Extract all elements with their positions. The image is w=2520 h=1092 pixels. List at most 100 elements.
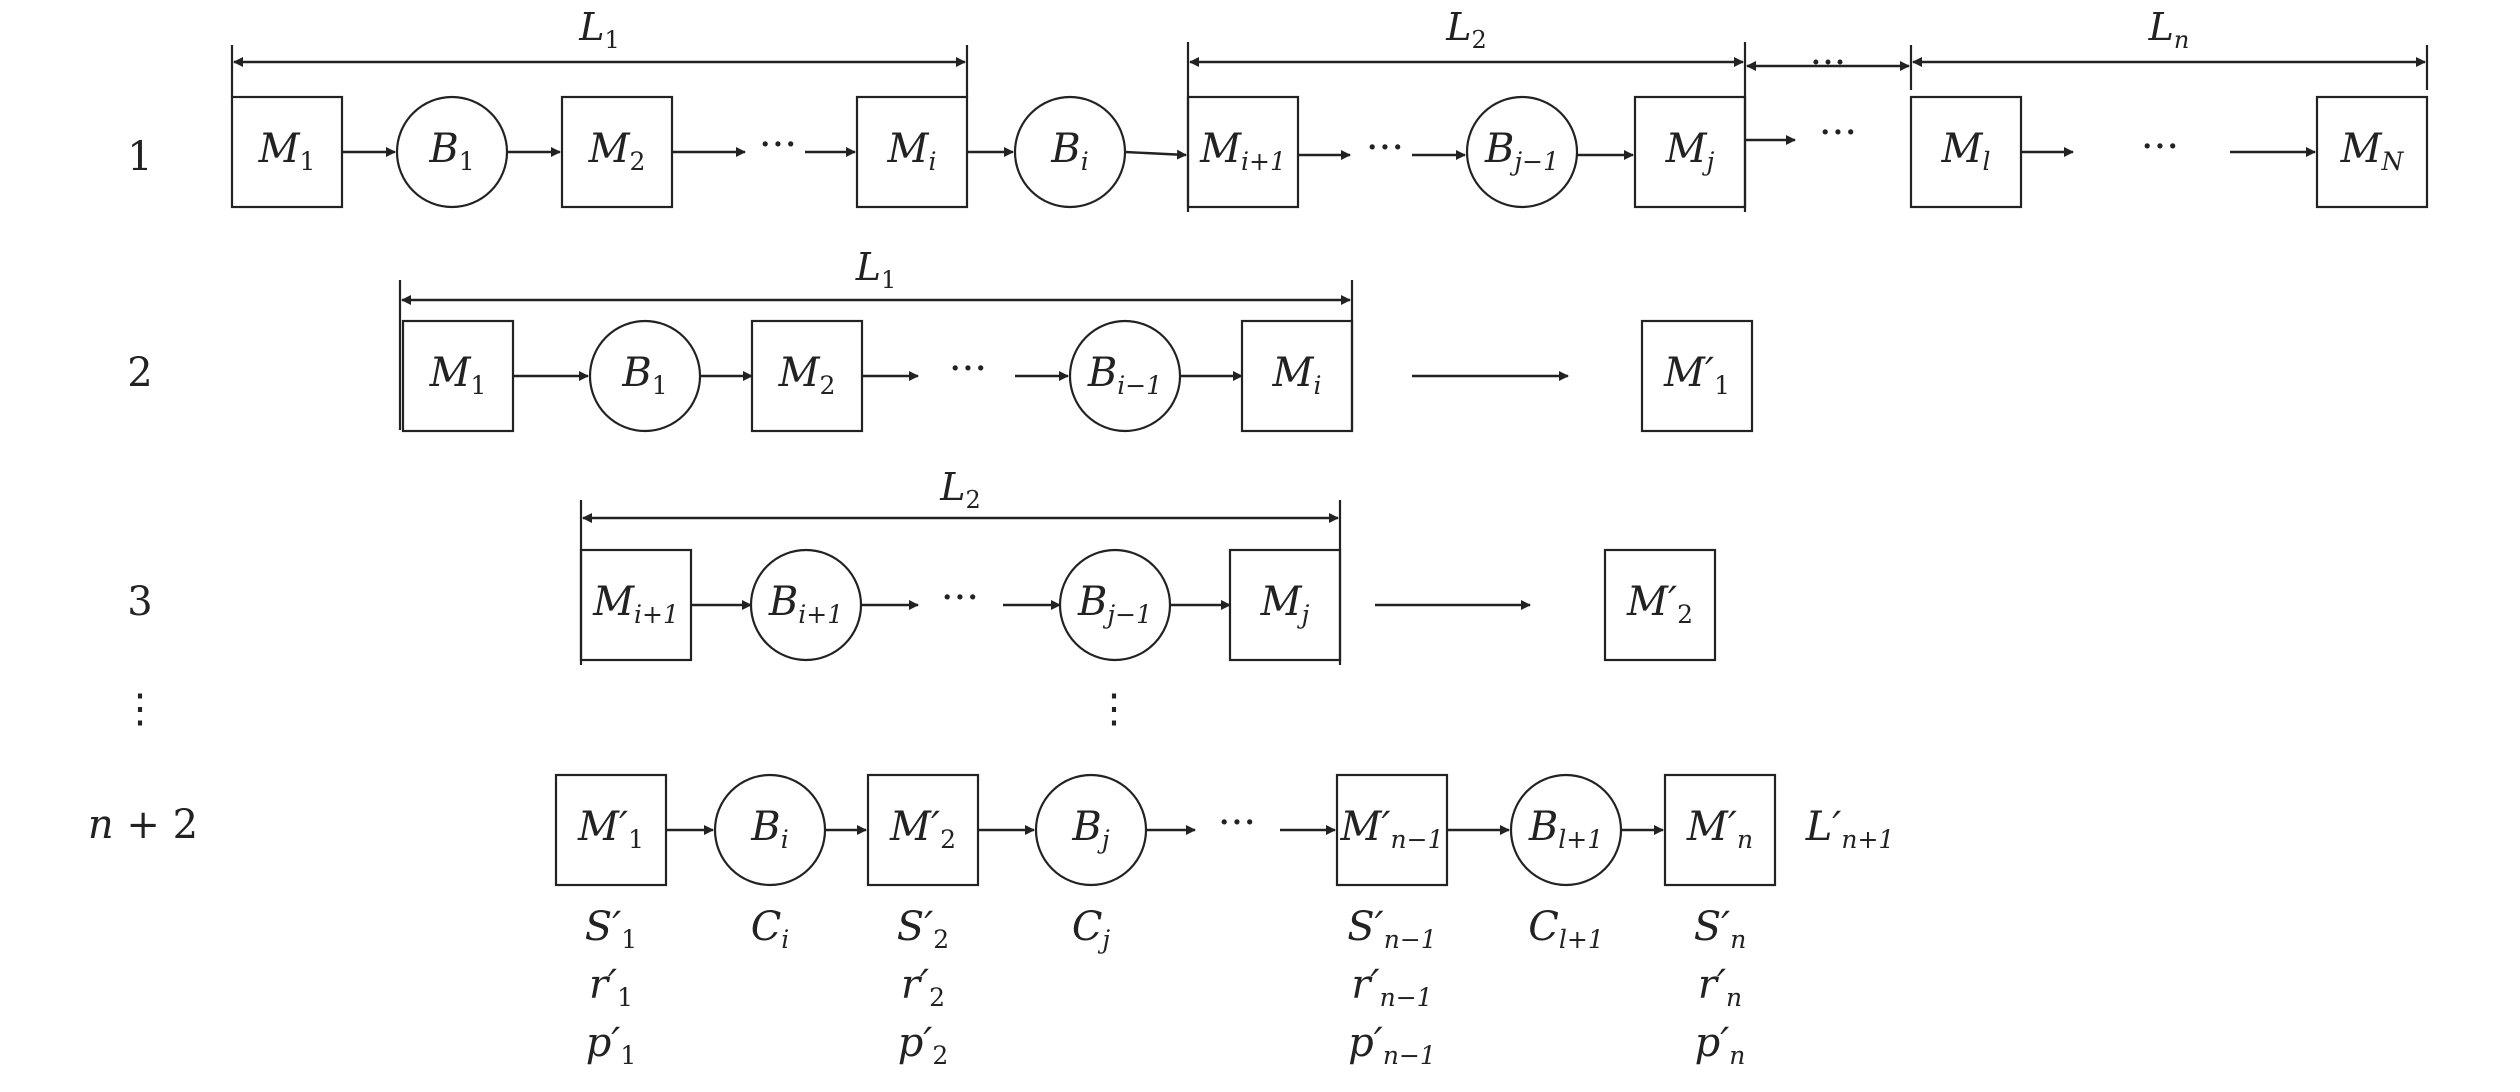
machine-box bbox=[230, 95, 344, 209]
row-label-rowN: n + 2 bbox=[88, 802, 198, 848]
machine-r2-m2: M2 bbox=[750, 319, 864, 433]
buffer-label: Bl+1 bbox=[1528, 804, 1603, 854]
annotation-line: r′1 bbox=[589, 962, 633, 1012]
buffer-rN-bi: Bi bbox=[713, 773, 827, 887]
ellipsis-r1-dots-a: ··· bbox=[759, 122, 797, 168]
annotation-ann-cj: Cj bbox=[1072, 904, 1111, 954]
machine-box bbox=[1909, 95, 2023, 209]
line-label-L-prime: L′n+1 bbox=[1805, 804, 1895, 854]
span-label-span-r2-L1: L1 bbox=[855, 245, 897, 294]
machine-box bbox=[1603, 548, 1717, 662]
annotation-ann-cl1: Cl+1 bbox=[1528, 904, 1603, 954]
ellipsis-rN-dots: ··· bbox=[1218, 800, 1256, 846]
row-label-row3: 3 bbox=[127, 579, 152, 625]
ellipsis-r1-dots-d: ··· bbox=[2141, 124, 2179, 170]
machine-r1-ml: Ml bbox=[1909, 95, 2023, 209]
ellipsis-r2-dots: ··· bbox=[949, 346, 987, 392]
buffer-label: Bi bbox=[750, 804, 788, 854]
buffer-label: B1 bbox=[621, 350, 667, 400]
ellipsis-mid-vdots: ⋮ bbox=[1094, 686, 1134, 732]
machine-box bbox=[1228, 548, 1342, 662]
machine-label: MN bbox=[2340, 126, 2405, 176]
span-label-span-r3-L2: L2 bbox=[939, 465, 981, 514]
buffer-r3-bi1: Bi+1 bbox=[749, 548, 863, 662]
machine-rN-mnp: M′n bbox=[1663, 773, 1777, 887]
machine-box bbox=[1240, 319, 1354, 433]
span-label-span-r1-L1: L1 bbox=[578, 5, 620, 54]
span-label-span-r1-L2: L2 bbox=[1445, 5, 1487, 54]
machine-label: M1 bbox=[429, 350, 487, 400]
annotation-line: p′n−1 bbox=[1348, 1020, 1436, 1070]
machine-box bbox=[866, 773, 980, 887]
machine-label: M′n bbox=[1686, 804, 1753, 854]
row-label-row1: 1 bbox=[127, 134, 152, 180]
annotation-ann-m2p: S′2 r′2 p′2 bbox=[897, 904, 949, 1070]
buffer-label: Bi+1 bbox=[768, 579, 843, 629]
span-label-span-r1-Ln: Ln bbox=[2148, 5, 2190, 54]
machine-r1-mi1: Mi+1 bbox=[1186, 95, 1300, 209]
machine-label: Mj bbox=[1665, 126, 1715, 176]
annotation-line: Cl+1 bbox=[1528, 904, 1603, 954]
annotation-line: p′1 bbox=[586, 1020, 637, 1070]
annotation-line: p′n bbox=[1695, 1020, 1746, 1070]
machine-label: Mi bbox=[887, 126, 937, 176]
buffer-r3-bj1: Bj−1 bbox=[1058, 548, 1172, 662]
annotation-ann-mnp: S′n r′n p′n bbox=[1694, 904, 1747, 1070]
annotation-line: r′n bbox=[1698, 962, 1742, 1012]
machine-box bbox=[1335, 773, 1449, 887]
machine-label: M′2 bbox=[1626, 579, 1693, 629]
annotation-line: S′n−1 bbox=[1347, 904, 1436, 954]
machine-r3-mi1: Mi+1 bbox=[579, 548, 693, 662]
machine-r2-m1: M1 bbox=[401, 319, 515, 433]
ellipsis-r3-dots: ··· bbox=[941, 575, 979, 621]
machine-label: M′1 bbox=[1663, 350, 1730, 400]
machine-label: M′2 bbox=[889, 804, 956, 854]
machine-r1-m2: M2 bbox=[560, 95, 674, 209]
machine-box bbox=[1663, 773, 1777, 887]
machine-box bbox=[2315, 95, 2429, 209]
machine-r3-mj: Mj bbox=[1228, 548, 1342, 662]
annotation-line: r′n−1 bbox=[1351, 962, 1432, 1012]
ellipsis-r1-dots-b: ··· bbox=[1366, 125, 1404, 171]
buffer-label: B1 bbox=[428, 126, 474, 176]
machine-label: Ml bbox=[1941, 126, 1991, 176]
span-label-span-r1-gap: ··· bbox=[1810, 41, 1846, 85]
machine-rN-mn1p: M′n−1 bbox=[1335, 773, 1449, 887]
buffer-rN-bl1: Bl+1 bbox=[1509, 773, 1623, 887]
buffer-label: Bj−1 bbox=[1484, 126, 1559, 176]
machine-rN-m2p: M′2 bbox=[866, 773, 980, 887]
machine-box bbox=[855, 95, 969, 209]
annotation-line: r′2 bbox=[901, 962, 945, 1012]
annotation-line: S′1 bbox=[585, 904, 637, 954]
machine-r1-mi: Mi bbox=[855, 95, 969, 209]
machine-label: Mi bbox=[1272, 350, 1322, 400]
flow-arrow bbox=[1124, 149, 1187, 160]
machine-label: Mi+1 bbox=[592, 579, 679, 629]
buffer-rN-bj: Bj bbox=[1034, 773, 1148, 887]
buffer-label: Bj bbox=[1071, 804, 1109, 854]
annotation-line: p′2 bbox=[898, 1020, 949, 1070]
annotation-line: Cj bbox=[1072, 904, 1111, 954]
buffer-r1-b1: B1 bbox=[395, 95, 509, 209]
annotation-ann-mn1p: S′n−1 r′n−1 p′n−1 bbox=[1347, 904, 1436, 1070]
machine-label: M′n−1 bbox=[1339, 804, 1443, 854]
annotation-line: Ci bbox=[751, 904, 790, 954]
machine-r3-m2p: M′2 bbox=[1603, 548, 1717, 662]
buffer-r1-bi: Bi bbox=[1013, 95, 1127, 209]
machine-r1-m1: M1 bbox=[230, 95, 344, 209]
machine-label: M′1 bbox=[577, 804, 644, 854]
machine-box bbox=[1633, 95, 1747, 209]
row-label-row2: 2 bbox=[127, 350, 152, 396]
machine-box bbox=[554, 773, 668, 887]
machine-r2-m1p: M′1 bbox=[1640, 319, 1754, 433]
row-label-vdots: ⋮ bbox=[120, 686, 160, 732]
buffer-label: Bi−1 bbox=[1087, 350, 1162, 400]
machine-box bbox=[1186, 95, 1300, 209]
buffer-r2-bi1: Bi−1 bbox=[1068, 319, 1182, 433]
annotation-line: S′2 bbox=[897, 904, 949, 954]
machine-label: M2 bbox=[588, 126, 646, 176]
annotation-line: S′n bbox=[1694, 904, 1747, 954]
machine-label: M2 bbox=[778, 350, 836, 400]
